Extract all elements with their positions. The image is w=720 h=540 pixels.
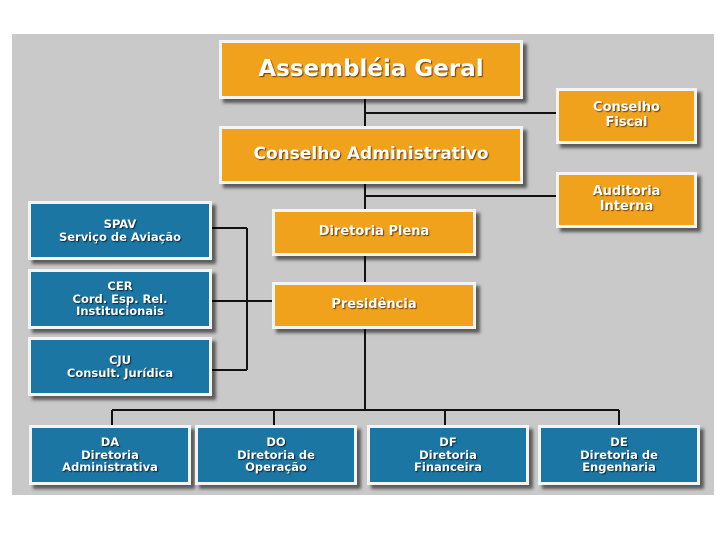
de-line1: DE [610, 434, 628, 449]
do-line1: DO [266, 434, 286, 449]
spav-box: SPAV Serviço de Aviação [28, 201, 212, 260]
da-line1: DA [100, 434, 120, 449]
conselho-fiscal-line2: Fiscal [605, 115, 648, 130]
spav-line2: Serviço de Aviação [58, 229, 182, 244]
auditoria-interna-box: Auditoria Interna [556, 172, 697, 228]
cju-line1: CJU [108, 352, 132, 367]
do-line2: Diretoria de [237, 447, 315, 462]
cju-line2: Consult. Jurídica [66, 365, 174, 380]
do-box: DO Diretoria de Operação [195, 425, 357, 485]
cer-line1: CER [107, 278, 133, 293]
cer-box: CER Cord. Esp. Rel. Institucionais [28, 269, 212, 329]
presidencia-label: Presidência [331, 297, 417, 313]
de-line3: Engenharia [582, 460, 656, 475]
da-line3: Administrativa [62, 460, 158, 475]
conselho-administrativo-label: Conselho Administrativo [253, 144, 489, 165]
df-line2: Diretoria [419, 447, 477, 462]
df-line3: Financeira [414, 460, 482, 475]
df-box: DF Diretoria Financeira [367, 425, 529, 485]
presidencia-box: Presidência [272, 282, 476, 329]
conselho-fiscal-box: Conselho Fiscal [556, 88, 697, 144]
conselho-fiscal-line1: Conselho [593, 100, 660, 116]
conselho-administrativo-box: Conselho Administrativo [219, 126, 523, 184]
da-box: DA Diretoria Administrativa [29, 425, 191, 485]
df-line1: DF [439, 434, 457, 449]
spav-line1: SPAV [103, 216, 137, 231]
auditoria-interna-line1: Auditoria [592, 184, 661, 200]
assembleia-geral-label: Assembléia Geral [258, 55, 484, 82]
auditoria-interna-line2: Interna [599, 199, 654, 214]
assembleia-geral-box: Assembléia Geral [219, 40, 523, 99]
diretoria-plena-label: Diretoria Plena [318, 224, 430, 240]
da-line2: Diretoria [81, 447, 139, 462]
do-line3: Operação [245, 460, 307, 475]
diretoria-plena-box: Diretoria Plena [272, 209, 476, 256]
de-line2: Diretoria de [580, 447, 658, 462]
cer-line3: Institucionais [76, 304, 164, 319]
de-box: DE Diretoria de Engenharia [538, 425, 700, 485]
cer-line2: Cord. Esp. Rel. [72, 291, 168, 306]
cju-box: CJU Consult. Jurídica [28, 337, 212, 396]
